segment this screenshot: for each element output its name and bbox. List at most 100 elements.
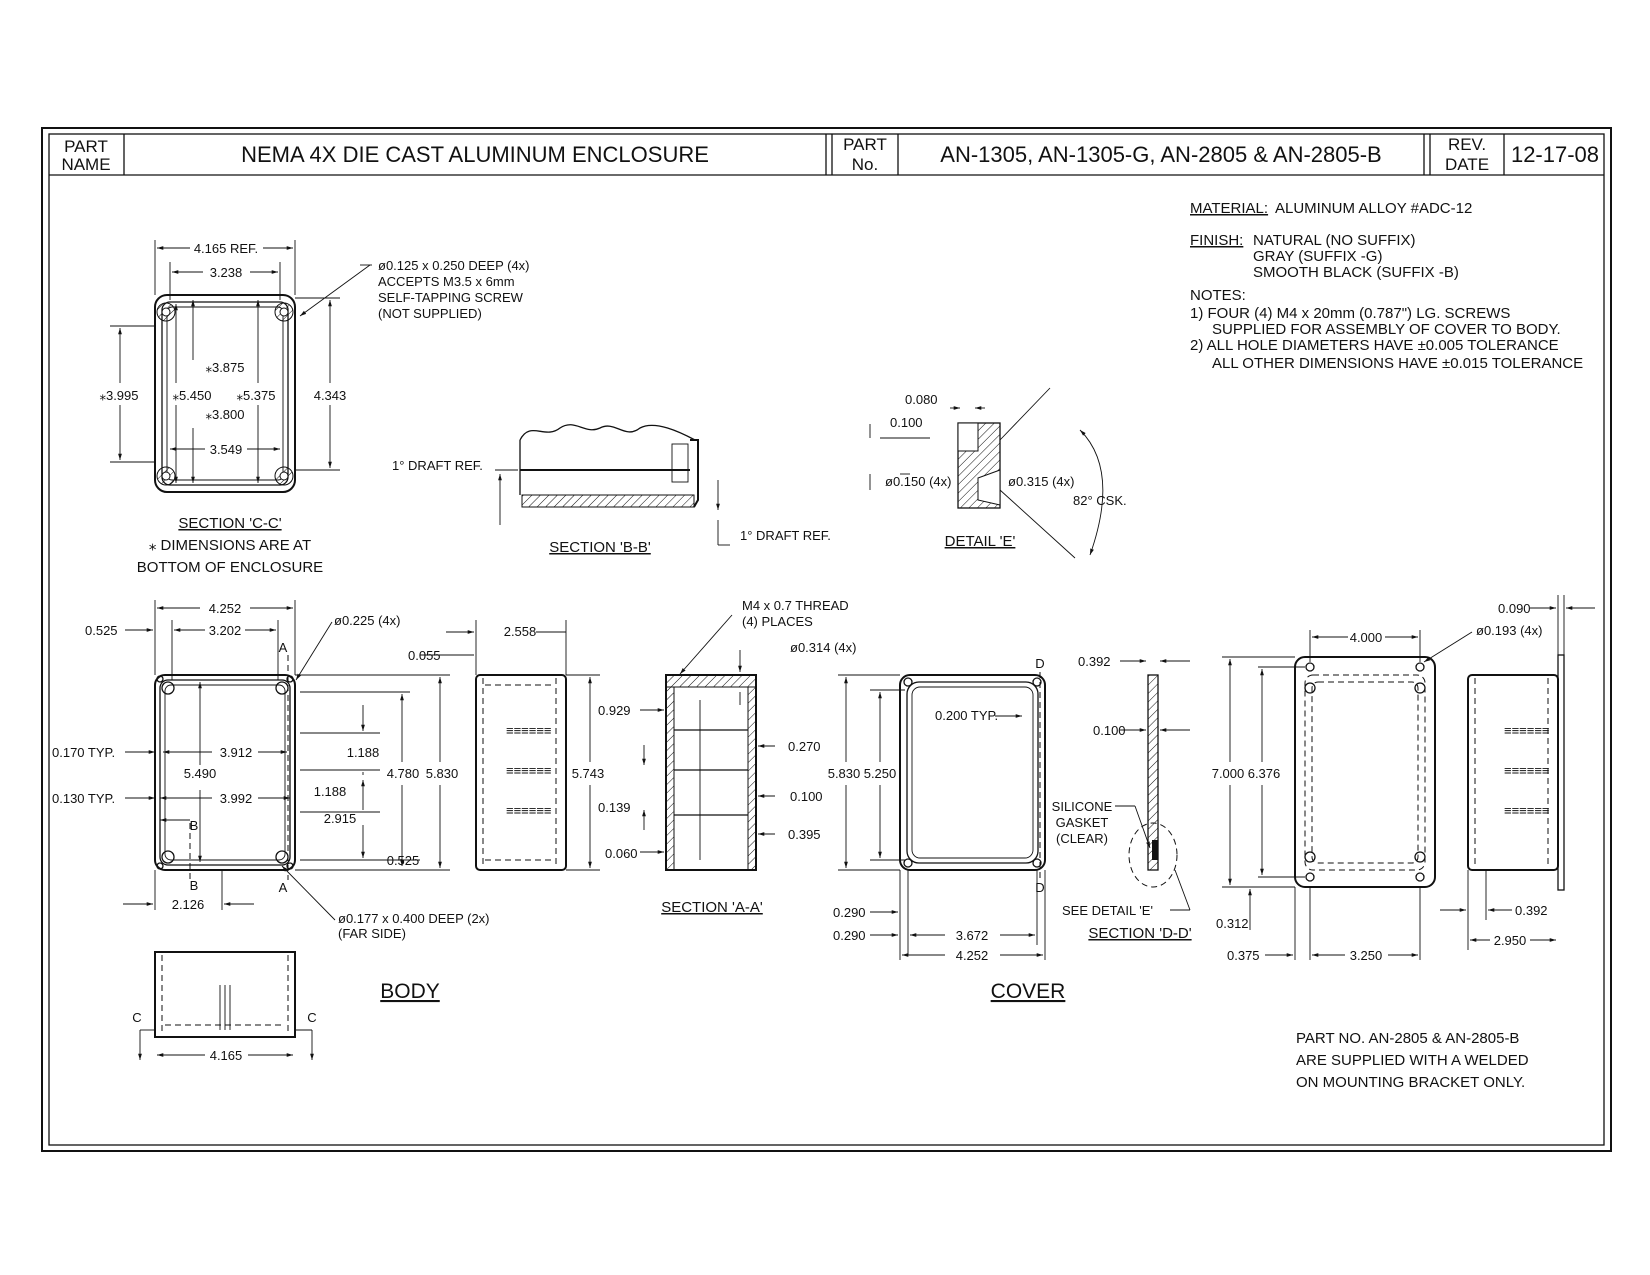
body-dim-2126: 2.126	[172, 897, 205, 912]
section-aa-title: SECTION 'A-A'	[661, 899, 763, 916]
detail-e-csk: 82° CSK.	[1073, 493, 1127, 508]
detail-e-dim-0150: ø0.150 (4x)	[885, 474, 951, 489]
finish-3: SMOOTH BLACK (SUFFIX -B)	[1253, 264, 1459, 281]
body-dim-1188b: 1.188	[314, 784, 347, 799]
aa-thread-2: (4) PLACES	[742, 614, 813, 629]
note-1b: SUPPLIED FOR ASSEMBLY OF COVER TO BODY.	[1212, 321, 1561, 338]
cc-dim-3549: 3.549	[210, 442, 243, 457]
bracket-side-view: ≡≡≡≡≡≡ ≡≡≡≡≡≡ ≡≡≡≡≡≡ 0.090 0.392 2.950	[1440, 595, 1595, 950]
cover-dim-0200: 0.200 TYP.	[935, 708, 998, 723]
cc-dim-3875: ⁎3.875	[205, 360, 244, 375]
cc-hole-note-1: ø0.125 x 0.250 DEEP (4x)	[378, 258, 530, 273]
dd-gasket-2: GASKET	[1056, 815, 1109, 830]
body-dim-5830: 5.830	[426, 766, 459, 781]
dd-gasket-3: (CLEAR)	[1056, 831, 1108, 846]
aa-dim-0270: 0.270	[788, 739, 821, 754]
note-1a: 1) FOUR (4) M4 x 20mm (0.787") LG. SCREW…	[1190, 305, 1510, 322]
body-c-label-right: C	[307, 1010, 316, 1025]
rev-date-label-2: DATE	[1445, 155, 1489, 174]
finish-1: NATURAL (NO SUFFIX)	[1253, 232, 1416, 249]
body-dim-4780: 4.780	[387, 766, 420, 781]
dd-gasket-1: SILICONE	[1052, 799, 1113, 814]
body-a-label-top: A	[279, 640, 288, 655]
bracket-note-2: ARE SUPPLIED WITH A WELDED	[1296, 1052, 1529, 1069]
dd-see-detail: SEE DETAIL 'E'	[1062, 903, 1153, 918]
body-b-label-1: B	[190, 818, 199, 833]
body-b-label-2: B	[190, 878, 199, 893]
body-side-rib-1: ≡≡≡≡≡≡	[506, 723, 552, 738]
body-dim-0525-top: 0.525	[85, 623, 118, 638]
material-notes: MATERIAL: ALUMINUM ALLOY #ADC-12 FINISH:…	[1190, 200, 1583, 1091]
bracket-dim-3250: 3.250	[1350, 948, 1383, 963]
section-cc-view: 4.165 REF. 3.238 ⁎3.995 ⁎5.450 ⁎3.875 ⁎5…	[99, 240, 530, 576]
body-side-view: ≡≡≡≡≡≡ ≡≡≡≡≡≡ ≡≡≡≡≡≡ 2.558 0.055 5.743	[408, 620, 604, 871]
aa-thread-1: M4 x 0.7 THREAD	[742, 598, 849, 613]
body-hole-0225: ø0.225 (4x)	[334, 613, 400, 628]
section-bb-title: SECTION 'B-B'	[549, 539, 651, 556]
dd-dim-0392: 0.392	[1078, 654, 1111, 669]
detail-e-title: DETAIL 'E'	[945, 533, 1016, 550]
cc-dim-3995: ⁎3.995	[99, 388, 138, 403]
cover-view: D D 0.200 TYP. 5.830 5.250 0.290 0.290 3…	[828, 656, 1066, 1003]
part-name-value: NEMA 4X DIE CAST ALUMINUM ENCLOSURE	[241, 142, 709, 167]
aa-dim-0060: 0.060	[605, 846, 638, 861]
section-bb-view: 1° DRAFT REF. 1° DRAFT REF. SECTION 'B-B…	[392, 424, 831, 556]
bracket-dim-0375: 0.375	[1227, 948, 1260, 963]
cover-d-label-bottom: D	[1035, 880, 1044, 895]
body-dim-0525: 0.525	[387, 853, 420, 868]
bracket-hole-0193: ø0.193 (4x)	[1476, 623, 1542, 638]
cc-dim-4343: 4.343	[314, 388, 347, 403]
cover-dim-3672: 3.672	[956, 928, 989, 943]
body-hole-0177-1: ø0.177 x 0.400 DEEP (2x)	[338, 911, 490, 926]
cover-dim-0290b: 0.290	[833, 928, 866, 943]
cc-hole-note-4: (NOT SUPPLIED)	[378, 306, 482, 321]
part-name-label-2: NAME	[61, 155, 110, 174]
bracket-dim-2950: 2.950	[1494, 933, 1527, 948]
bracket-note-1: PART NO. AN-2805 & AN-2805-B	[1296, 1030, 1519, 1047]
bracket-dim-0392: 0.392	[1515, 903, 1548, 918]
drawing-border	[41, 127, 1612, 1152]
body-dim-3992: 3.992	[220, 791, 253, 806]
body-c-label-left: C	[132, 1010, 141, 1025]
cc-dim-3238: 3.238	[210, 265, 243, 280]
bb-draft-2: 1° DRAFT REF.	[740, 528, 831, 543]
bracket-dim-7000: 7.000	[1212, 766, 1245, 781]
part-name-label: PART	[64, 137, 108, 156]
part-no-label: PART	[843, 135, 887, 154]
cc-note-1: ⁎ DIMENSIONS ARE AT	[149, 537, 311, 554]
body-dim-1188a: 1.188	[347, 745, 380, 760]
cover-dim-0290a: 0.290	[833, 905, 866, 920]
body-hole-0177-2: (FAR SIDE)	[338, 926, 406, 941]
bracket-side-rib-1: ≡≡≡≡≡≡	[1504, 723, 1550, 738]
bracket-dim-6376: 6.376	[1248, 766, 1281, 781]
body-top-view: 4.252 3.202 0.525 ø0.225 (4x) A A 0.170 …	[52, 600, 490, 941]
cover-dim-5830: 5.830	[828, 766, 861, 781]
section-aa-view: M4 x 0.7 THREAD (4) PLACES ø0.314 (4x) 0…	[598, 598, 856, 916]
note-2b: ALL OTHER DIMENSIONS HAVE ±0.015 TOLERAN…	[1212, 355, 1583, 372]
section-cc-title: SECTION 'C-C'	[178, 515, 281, 532]
bracket-dim-0090: 0.090	[1498, 601, 1531, 616]
bb-draft-1: 1° DRAFT REF.	[392, 458, 483, 473]
body-side-rib-3: ≡≡≡≡≡≡	[506, 803, 552, 818]
bracket-dim-0312: 0.312	[1216, 916, 1249, 931]
cover-dim-5250: 5.250	[864, 766, 897, 781]
title-block: PART NAME NEMA 4X DIE CAST ALUMINUM ENCL…	[61, 135, 1599, 174]
section-dd-view: 0.392 0.100 SILICONE GASKET (CLEAR) SEE …	[1052, 654, 1192, 942]
detail-e-view: 0.080 0.100 ø0.150 (4x) ø0.315 (4x) 82° …	[869, 387, 1127, 559]
part-no-label-2: No.	[852, 155, 878, 174]
aa-dim-0139: 0.139	[598, 800, 631, 815]
cover-dim-4252: 4.252	[956, 948, 989, 963]
body-dim-0055: 0.055	[408, 648, 441, 663]
cover-d-label-top: D	[1035, 656, 1044, 671]
body-dim-0170: 0.170 TYP.	[52, 745, 115, 760]
cc-dim-3800: ⁎3.800	[205, 407, 244, 422]
body-dim-2558: 2.558	[504, 624, 537, 639]
note-2a: 2) ALL HOLE DIAMETERS HAVE ±0.005 TOLERA…	[1190, 337, 1559, 354]
material-value: ALUMINUM ALLOY #ADC-12	[1275, 200, 1472, 217]
body-front-view: C C 4.165 BODY	[132, 951, 440, 1063]
finish-label: FINISH:	[1190, 232, 1243, 249]
dd-dim-0100: 0.100	[1093, 723, 1126, 738]
cc-hole-note-2: ACCEPTS M3.5 x 6mm	[378, 274, 515, 289]
body-a-label-bottom: A	[279, 880, 288, 895]
